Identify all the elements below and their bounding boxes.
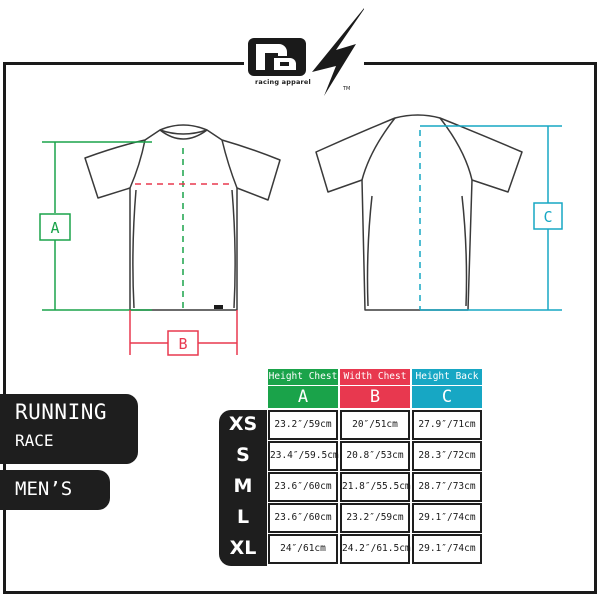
measure-c bbox=[419, 125, 563, 311]
size-label-l: L bbox=[236, 506, 250, 528]
cell-xl-a: 24″/61cm bbox=[268, 534, 338, 564]
cell-xl-b: 24.2″/61.5cm bbox=[340, 534, 411, 564]
size-label-xs: XS bbox=[228, 413, 258, 435]
label-a: A bbox=[50, 219, 59, 237]
cell-m-a: 23.6″/60cm bbox=[268, 472, 338, 502]
brand-name: racing apparel bbox=[255, 78, 311, 86]
cell-xs-a: 23.2″/59cm bbox=[268, 410, 338, 440]
column-letter-c: C bbox=[412, 386, 482, 408]
measure-b bbox=[129, 183, 238, 356]
cell-l-a: 23.6″/60cm bbox=[268, 503, 338, 533]
brand-logo: racing apparel TM bbox=[244, 0, 364, 100]
size-label-m: M bbox=[233, 475, 253, 497]
column-header-height-back: Height Back bbox=[412, 369, 482, 385]
size-label-s: S bbox=[236, 444, 250, 466]
cell-xs-c: 27.9″/71cm bbox=[412, 410, 482, 440]
cell-s-a: 23.4″/59.5cm bbox=[268, 441, 339, 471]
back-shirt bbox=[315, 114, 523, 311]
logo-graphic bbox=[248, 8, 364, 96]
cell-l-c: 29.1″/74cm bbox=[412, 503, 482, 533]
cell-xs-b: 20″/51cm bbox=[340, 410, 410, 440]
cell-m-c: 28.7″/73cm bbox=[412, 472, 482, 502]
column-header-height-chest: Height Chest bbox=[268, 369, 338, 385]
cell-xl-c: 29.1″/74cm bbox=[412, 534, 482, 564]
label-c: C bbox=[543, 208, 552, 226]
column-letter-a: A bbox=[268, 386, 338, 408]
gender-label: MEN’S bbox=[15, 478, 73, 500]
lightning-bolt-icon bbox=[312, 8, 364, 96]
gender-tag: MEN’S bbox=[0, 470, 110, 510]
cell-s-c: 28.3″/72cm bbox=[412, 441, 482, 471]
label-b: B bbox=[178, 335, 187, 353]
product-model: RACE bbox=[15, 431, 54, 450]
front-tag bbox=[214, 305, 223, 309]
size-column bbox=[219, 410, 267, 566]
trademark: TM bbox=[343, 86, 351, 92]
column-header-width-chest: Width Chest bbox=[340, 369, 410, 385]
measure-a bbox=[39, 141, 184, 311]
cell-m-b: 21.8″/55.5cm bbox=[340, 472, 411, 502]
product-name-tag: RUNNING RACE bbox=[0, 394, 138, 464]
cell-l-b: 23.2″/59cm bbox=[340, 503, 410, 533]
column-letter-b: B bbox=[340, 386, 410, 408]
cell-s-b: 20.8″/53cm bbox=[340, 441, 410, 471]
size-label-xl: XL bbox=[229, 537, 257, 559]
product-line: RUNNING bbox=[15, 400, 108, 424]
